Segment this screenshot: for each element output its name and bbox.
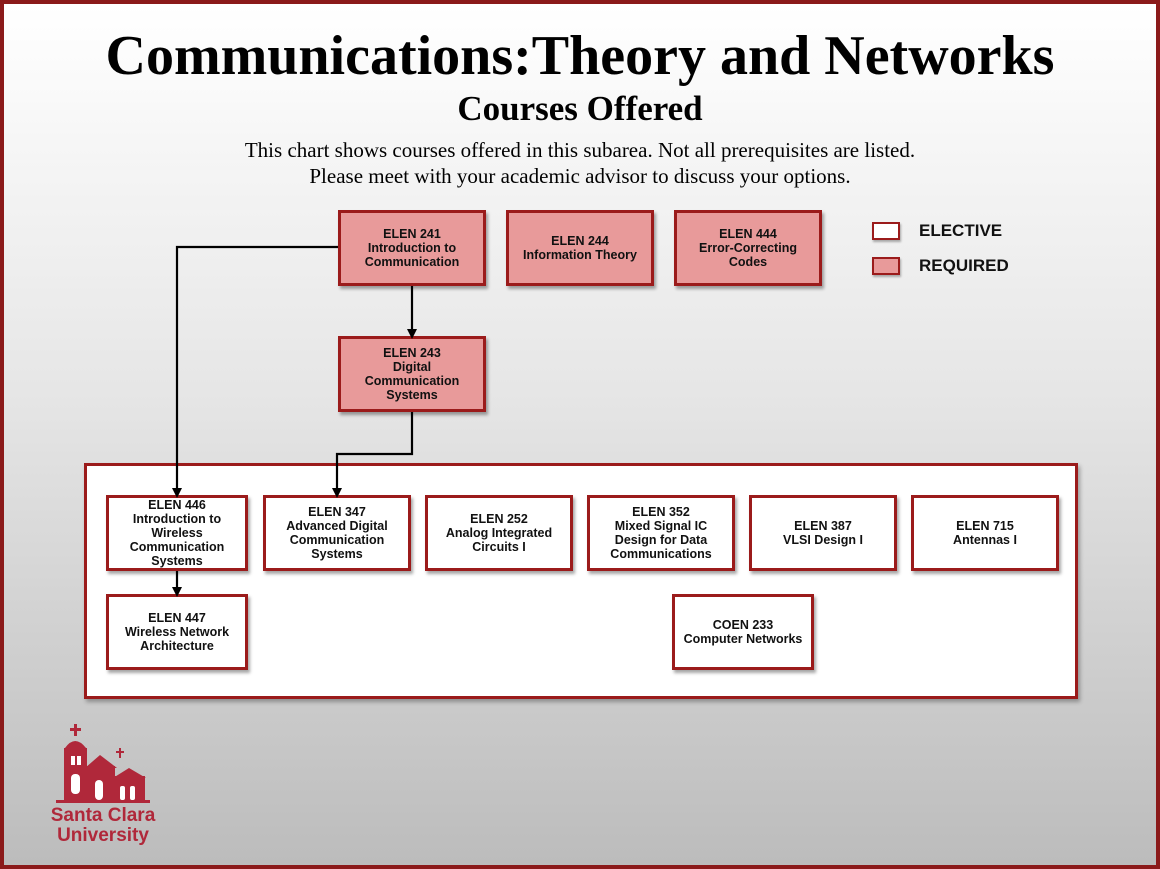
logo-text-line-2: University <box>57 825 149 846</box>
mission-church-icon <box>56 724 150 803</box>
course-elen-444[interactable]: ELEN 444 Error-Correcting Codes <box>674 210 822 286</box>
description-line-2: Please meet with your academic advisor t… <box>309 164 851 188</box>
legend-elective-label: ELECTIVE <box>919 221 1003 240</box>
course-name: Antennas I <box>953 533 1017 547</box>
course-code: COEN 233 <box>712 618 774 632</box>
course-name: Information Theory <box>523 248 637 262</box>
arrow-elen241-to-elen446 <box>172 245 338 498</box>
course-elen-387[interactable]: ELEN 387 VLSI Design I <box>749 495 897 571</box>
course-name: VLSI Design I <box>783 533 863 547</box>
course-name: Digital Communication Systems <box>364 360 460 402</box>
course-elen-447[interactable]: ELEN 447 Wireless Network Architecture <box>106 594 248 670</box>
course-code: ELEN 244 <box>551 234 609 248</box>
course-code: ELEN 444 <box>719 227 777 241</box>
logo-text-line-1: Santa Clara <box>50 805 156 826</box>
course-elen-244[interactable]: ELEN 244 Information Theory <box>506 210 654 286</box>
course-code: ELEN 715 <box>956 519 1014 533</box>
course-elen-243[interactable]: ELEN 243 Digital Communication Systems <box>338 336 486 412</box>
course-code: ELEN 241 <box>383 227 441 241</box>
course-code: ELEN 252 <box>470 512 528 526</box>
course-name: Analog Integrated Circuits I <box>445 526 553 554</box>
course-name: Introduction to Wireless Communication S… <box>129 512 225 568</box>
course-name: Computer Networks <box>683 632 803 646</box>
legend-required-label: REQUIRED <box>919 256 1009 275</box>
course-elen-252[interactable]: ELEN 252 Analog Integrated Circuits I <box>425 495 573 571</box>
course-name: Error-Correcting Codes <box>699 241 797 269</box>
course-code: ELEN 352 <box>632 505 690 519</box>
course-elen-241[interactable]: ELEN 241 Introduction to Communication <box>338 210 486 286</box>
course-code: ELEN 447 <box>148 611 206 625</box>
course-name: Advanced Digital Communication Systems <box>286 519 388 561</box>
legend-elective-swatch <box>872 222 900 240</box>
legend-required-swatch <box>872 257 900 275</box>
description-line-1: This chart shows courses offered in this… <box>244 138 916 162</box>
course-code: ELEN 387 <box>794 519 852 533</box>
course-elen-446[interactable]: ELEN 446 Introduction to Wireless Commun… <box>106 495 248 571</box>
page-title: Communications:Theory and Networks <box>105 25 1055 87</box>
course-elen-352[interactable]: ELEN 352 Mixed Signal IC Design for Data… <box>587 495 735 571</box>
page-subtitle: Courses Offered <box>457 89 703 128</box>
course-code: ELEN 446 <box>148 498 206 512</box>
prerequisite-arrows <box>172 245 417 597</box>
course-code: ELEN 243 <box>383 346 441 360</box>
santa-clara-university-logo[interactable]: Santa Clara University <box>38 722 168 847</box>
course-elen-715[interactable]: ELEN 715 Antennas I <box>911 495 1059 571</box>
course-name: Mixed Signal IC Design for Data Communic… <box>610 519 712 561</box>
arrow-elen243-to-elen347 <box>332 412 414 498</box>
course-code: ELEN 347 <box>308 505 366 519</box>
course-coen-233[interactable]: COEN 233 Computer Networks <box>672 594 814 670</box>
course-name: Introduction to Communication <box>364 241 460 269</box>
course-elen-347[interactable]: ELEN 347 Advanced Digital Communication … <box>263 495 411 571</box>
course-name: Wireless Network Architecture <box>124 625 230 653</box>
